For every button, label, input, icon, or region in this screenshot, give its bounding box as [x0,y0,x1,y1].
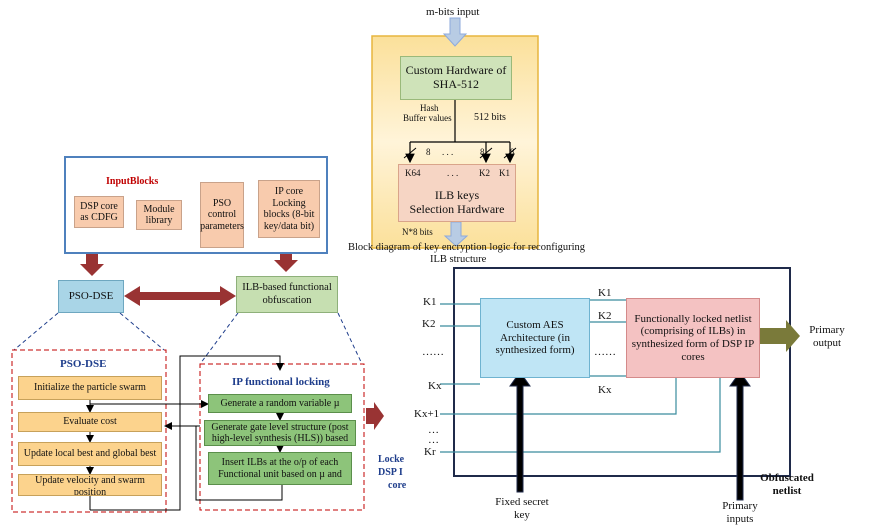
key-dots-label: … [428,424,439,436]
key-k2-label: K2 [422,318,436,330]
key-kx-label: Kx [428,380,442,392]
sha-caption-line1: Block diagram of key encryption logic fo… [348,242,586,253]
pso-panel-title: PSO-DSE [60,358,107,370]
sha-512-block: Custom Hardware of SHA-512 [400,56,512,100]
m-bits-input-arrow [442,17,468,47]
output-label-line3: core [388,480,407,491]
key-k1-prime-label: K1 [598,287,612,299]
ilb-keys-block: K64 . . . K2 K1 ILB keys Selection Hardw… [398,164,516,222]
bus-width-label: 8 [510,147,515,157]
key-k1-label: K1 [423,296,437,308]
bits-512-label: 512 bits [474,112,506,123]
input-blocks-panel: InputBlocks DSP core as CDFG Module libr… [64,156,328,254]
key-kx-prime-label: Kx [598,384,612,396]
locked-netlist-block: Functionally locked netlist (comprising … [626,298,760,378]
aes-architecture-block: Custom AES Architecture (in synthesized … [480,298,590,378]
bidirectional-arrow [124,286,236,306]
fixed-secret-key-label: Fixed secret key [495,496,549,521]
k1-label: K1 [499,168,510,178]
primary-output-arrow [760,320,800,352]
primary-inputs-label: Primary inputs [722,500,758,525]
key-dots-label: … [428,434,439,446]
netlist-frame [453,267,791,477]
input-blocks-title: InputBlocks [106,176,159,187]
bus-width-label: 8 [480,147,485,157]
ip-core-block: IP core Locking blocks (8-bit key/data b… [258,180,320,238]
buffer-values-label: Buffer values [403,113,452,123]
key-dots-label: . . . [447,168,459,178]
key-k2-prime-label: K2 [598,310,612,322]
pso-dse-block: PSO-DSE [58,280,124,313]
bus-width-label: 8 [426,147,431,157]
pso-step-evaluate: Evaluate cost [18,412,162,432]
ilb-step-random: Generate a random variable µ [208,394,352,413]
key-dots-prime-label: …… [594,346,616,358]
pso-step-update-velocity: Update velocity and swarm position [18,474,162,496]
m-bits-input-label: m-bits input [426,6,480,18]
ilb-panel-title: IP functional locking [232,376,330,388]
key-kr-label: Kr [424,446,436,458]
key-kx1-label: Kx+1 [414,408,440,420]
sha-caption-line2: ILB structure [430,254,487,265]
key-dots-label: …… [422,346,444,358]
dsp-core-block: DSP core as CDFG [74,196,124,228]
ilb-keys-line2: Selection Hardware [409,202,505,217]
primary-output-label: Primary output [809,324,845,349]
n8-bits-label: N*8 bits [402,227,433,237]
ilb-keys-line1: ILB keys [434,188,480,203]
output-label-line1: Locke [378,454,405,465]
pso-params-block: PSO control parameters [200,182,244,248]
ilb-step-insert: Insert ILBs at the o/p of each Functiona… [208,452,352,485]
pso-step-initialize: Initialize the particle swarm [18,376,162,400]
module-library-block: Module library [136,200,182,230]
k2-label: K2 [479,168,490,178]
bus-dots-label: . . . [442,147,454,157]
ilb-step-gate-level: Generate gate level structure (post high… [204,420,356,446]
pso-step-update-best: Update local best and global best [18,442,162,466]
hash-label: Hash [420,103,439,113]
k64-label: K64 [405,168,421,178]
obfuscated-netlist-label: Obfuscated netlist [760,472,814,497]
output-label-line2: DSP I [378,467,403,478]
ilb-obfuscation-block: ILB-based functional obfuscation [236,276,338,313]
